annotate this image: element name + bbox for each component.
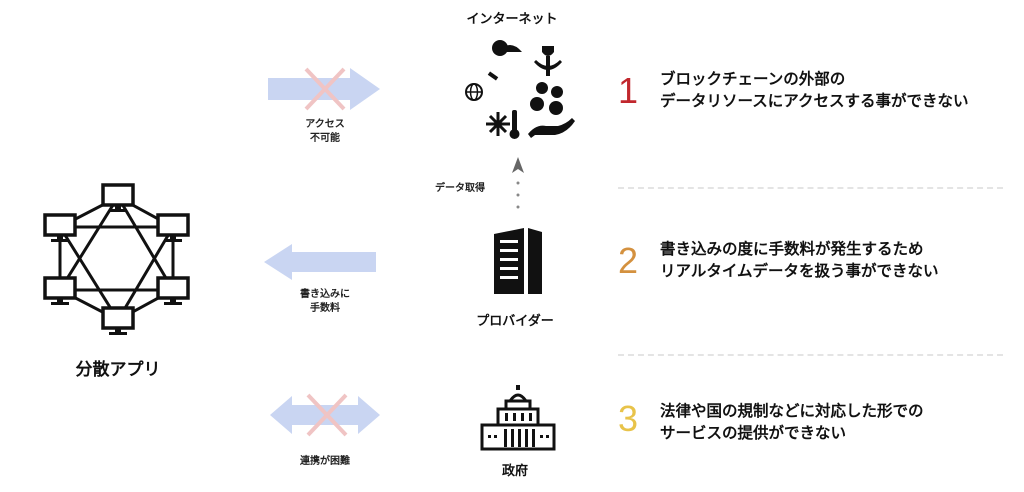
monitor-icon (101, 306, 135, 335)
divider (618, 354, 1003, 356)
problem-3-line1: 法律や国の規制などに対応した形での (660, 402, 924, 420)
monitor-icon (43, 213, 77, 242)
problem-2-line2: リアルタイムデータを扱う事ができない (660, 262, 939, 280)
access-arrow (268, 67, 380, 111)
satellite-icon (487, 71, 499, 81)
data-fetch-arrow (512, 157, 524, 209)
problem-1-number: 1 (618, 70, 639, 111)
hand-icon (528, 118, 575, 138)
monitor-icon (156, 213, 190, 242)
problem-2-text: 書き込みの度に手数料が発生するため リアルタイムデータを扱う事ができない (660, 238, 939, 282)
problem-2-line1: 書き込みの度に手数料が発生するため (660, 240, 924, 258)
trophy-icon (534, 46, 562, 76)
problem-2-number: 2 (618, 240, 639, 281)
monitor-icon (101, 183, 135, 212)
cooperation-label: 連携が困難 (300, 456, 350, 467)
thermometer-icon (512, 110, 517, 132)
internet-label: インターネット (466, 12, 558, 27)
access-label-line1: アクセス (305, 119, 345, 130)
monitor-icon (156, 276, 190, 305)
problem-3-line2: サービスの提供ができない (660, 424, 847, 442)
problem-1-line1: ブロックチェーンの外部の (660, 70, 846, 88)
distributed-app-network-icon (43, 183, 190, 335)
access-label-line2: 不可能 (310, 133, 340, 144)
problem-3-number: 3 (618, 398, 639, 439)
access-label: アクセス 不可能 (285, 118, 365, 146)
umbrella-icon (498, 45, 522, 52)
monitor-icon (43, 276, 77, 305)
provider-building-icon (494, 228, 542, 294)
problem-1-text: ブロックチェーンの外部の データリソースにアクセスする事ができない (660, 68, 968, 112)
fee-arrow (264, 244, 376, 280)
fee-label-line2: 手数料 (310, 303, 340, 314)
divider (618, 187, 1003, 189)
coin-pound-icon (536, 82, 548, 94)
provider-label: プロバイダー (476, 314, 554, 329)
cooperation-arrow (270, 393, 380, 437)
distributed-app-label: 分散アプリ (75, 360, 161, 380)
government-building-icon (480, 385, 556, 451)
data-fetch-label: データ取得 (435, 183, 485, 194)
government-label: 政府 (501, 464, 528, 479)
internet-data-icons (465, 40, 575, 139)
snowflake-icon (486, 112, 510, 136)
problem-1-line2: データリソースにアクセスする事ができない (660, 92, 969, 110)
fee-label-line1: 書き込みに (300, 289, 350, 300)
fee-label: 書き込みに 手数料 (285, 288, 365, 316)
problem-3-text: 法律や国の規制などに対応した形での サービスの提供ができない (660, 400, 924, 444)
